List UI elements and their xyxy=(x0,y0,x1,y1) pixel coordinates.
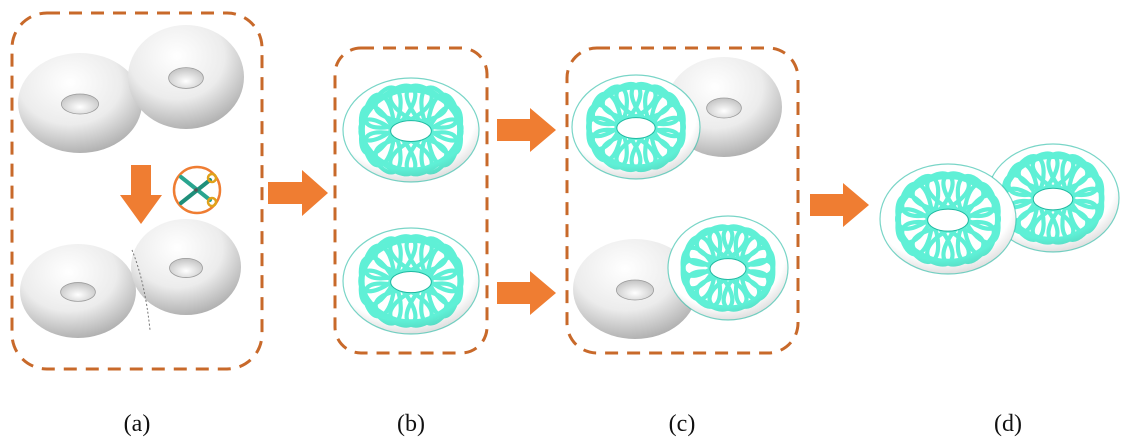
torus-hole xyxy=(168,67,204,89)
caption-a: (a) xyxy=(124,411,151,437)
panel-c-frame xyxy=(565,46,800,355)
panel-b-frame xyxy=(333,46,489,355)
caption-b: (b) xyxy=(397,411,425,437)
panel-c-bottom-woven-torus xyxy=(667,215,789,321)
arrow-a-to-b xyxy=(268,170,328,216)
torus-hole xyxy=(1032,187,1074,211)
torus-hole xyxy=(61,93,100,115)
torus-hole xyxy=(706,97,742,119)
arrow-b-to-c-bottom xyxy=(497,271,556,315)
panel-a-bottom-torus-right xyxy=(131,219,241,315)
torus-hole xyxy=(390,270,432,294)
panel-a-top-torus-left xyxy=(18,53,142,153)
caption-c: (c) xyxy=(669,411,696,437)
panel-b-top-woven-torus xyxy=(342,77,480,183)
arrow-c-to-d xyxy=(810,183,869,227)
torus-hole xyxy=(169,257,203,278)
panel-b-bottom-woven-torus xyxy=(342,227,480,335)
panel-d-woven-torus-left xyxy=(879,163,1017,275)
panel-a-frame xyxy=(10,11,264,371)
torus-hole xyxy=(927,208,969,232)
panel-a-bottom-torus-left xyxy=(20,244,136,338)
torus-hole xyxy=(390,120,432,142)
panel-c-bottom-plain-torus xyxy=(573,239,697,339)
panel-a-top-torus-right xyxy=(128,25,244,129)
torus-hole xyxy=(616,117,656,139)
torus-hole xyxy=(60,282,96,302)
cut-seam-line xyxy=(131,249,151,331)
arrow-down-cut xyxy=(120,165,162,224)
torus-hole xyxy=(709,258,747,280)
panel-c-top-woven-torus xyxy=(571,74,701,180)
scissors-icon xyxy=(172,165,222,215)
torus-hole xyxy=(616,279,655,301)
panel-d-woven-torus-right xyxy=(986,143,1120,253)
arrow-b-to-c-top xyxy=(497,108,556,152)
caption-d: (d) xyxy=(994,411,1022,437)
